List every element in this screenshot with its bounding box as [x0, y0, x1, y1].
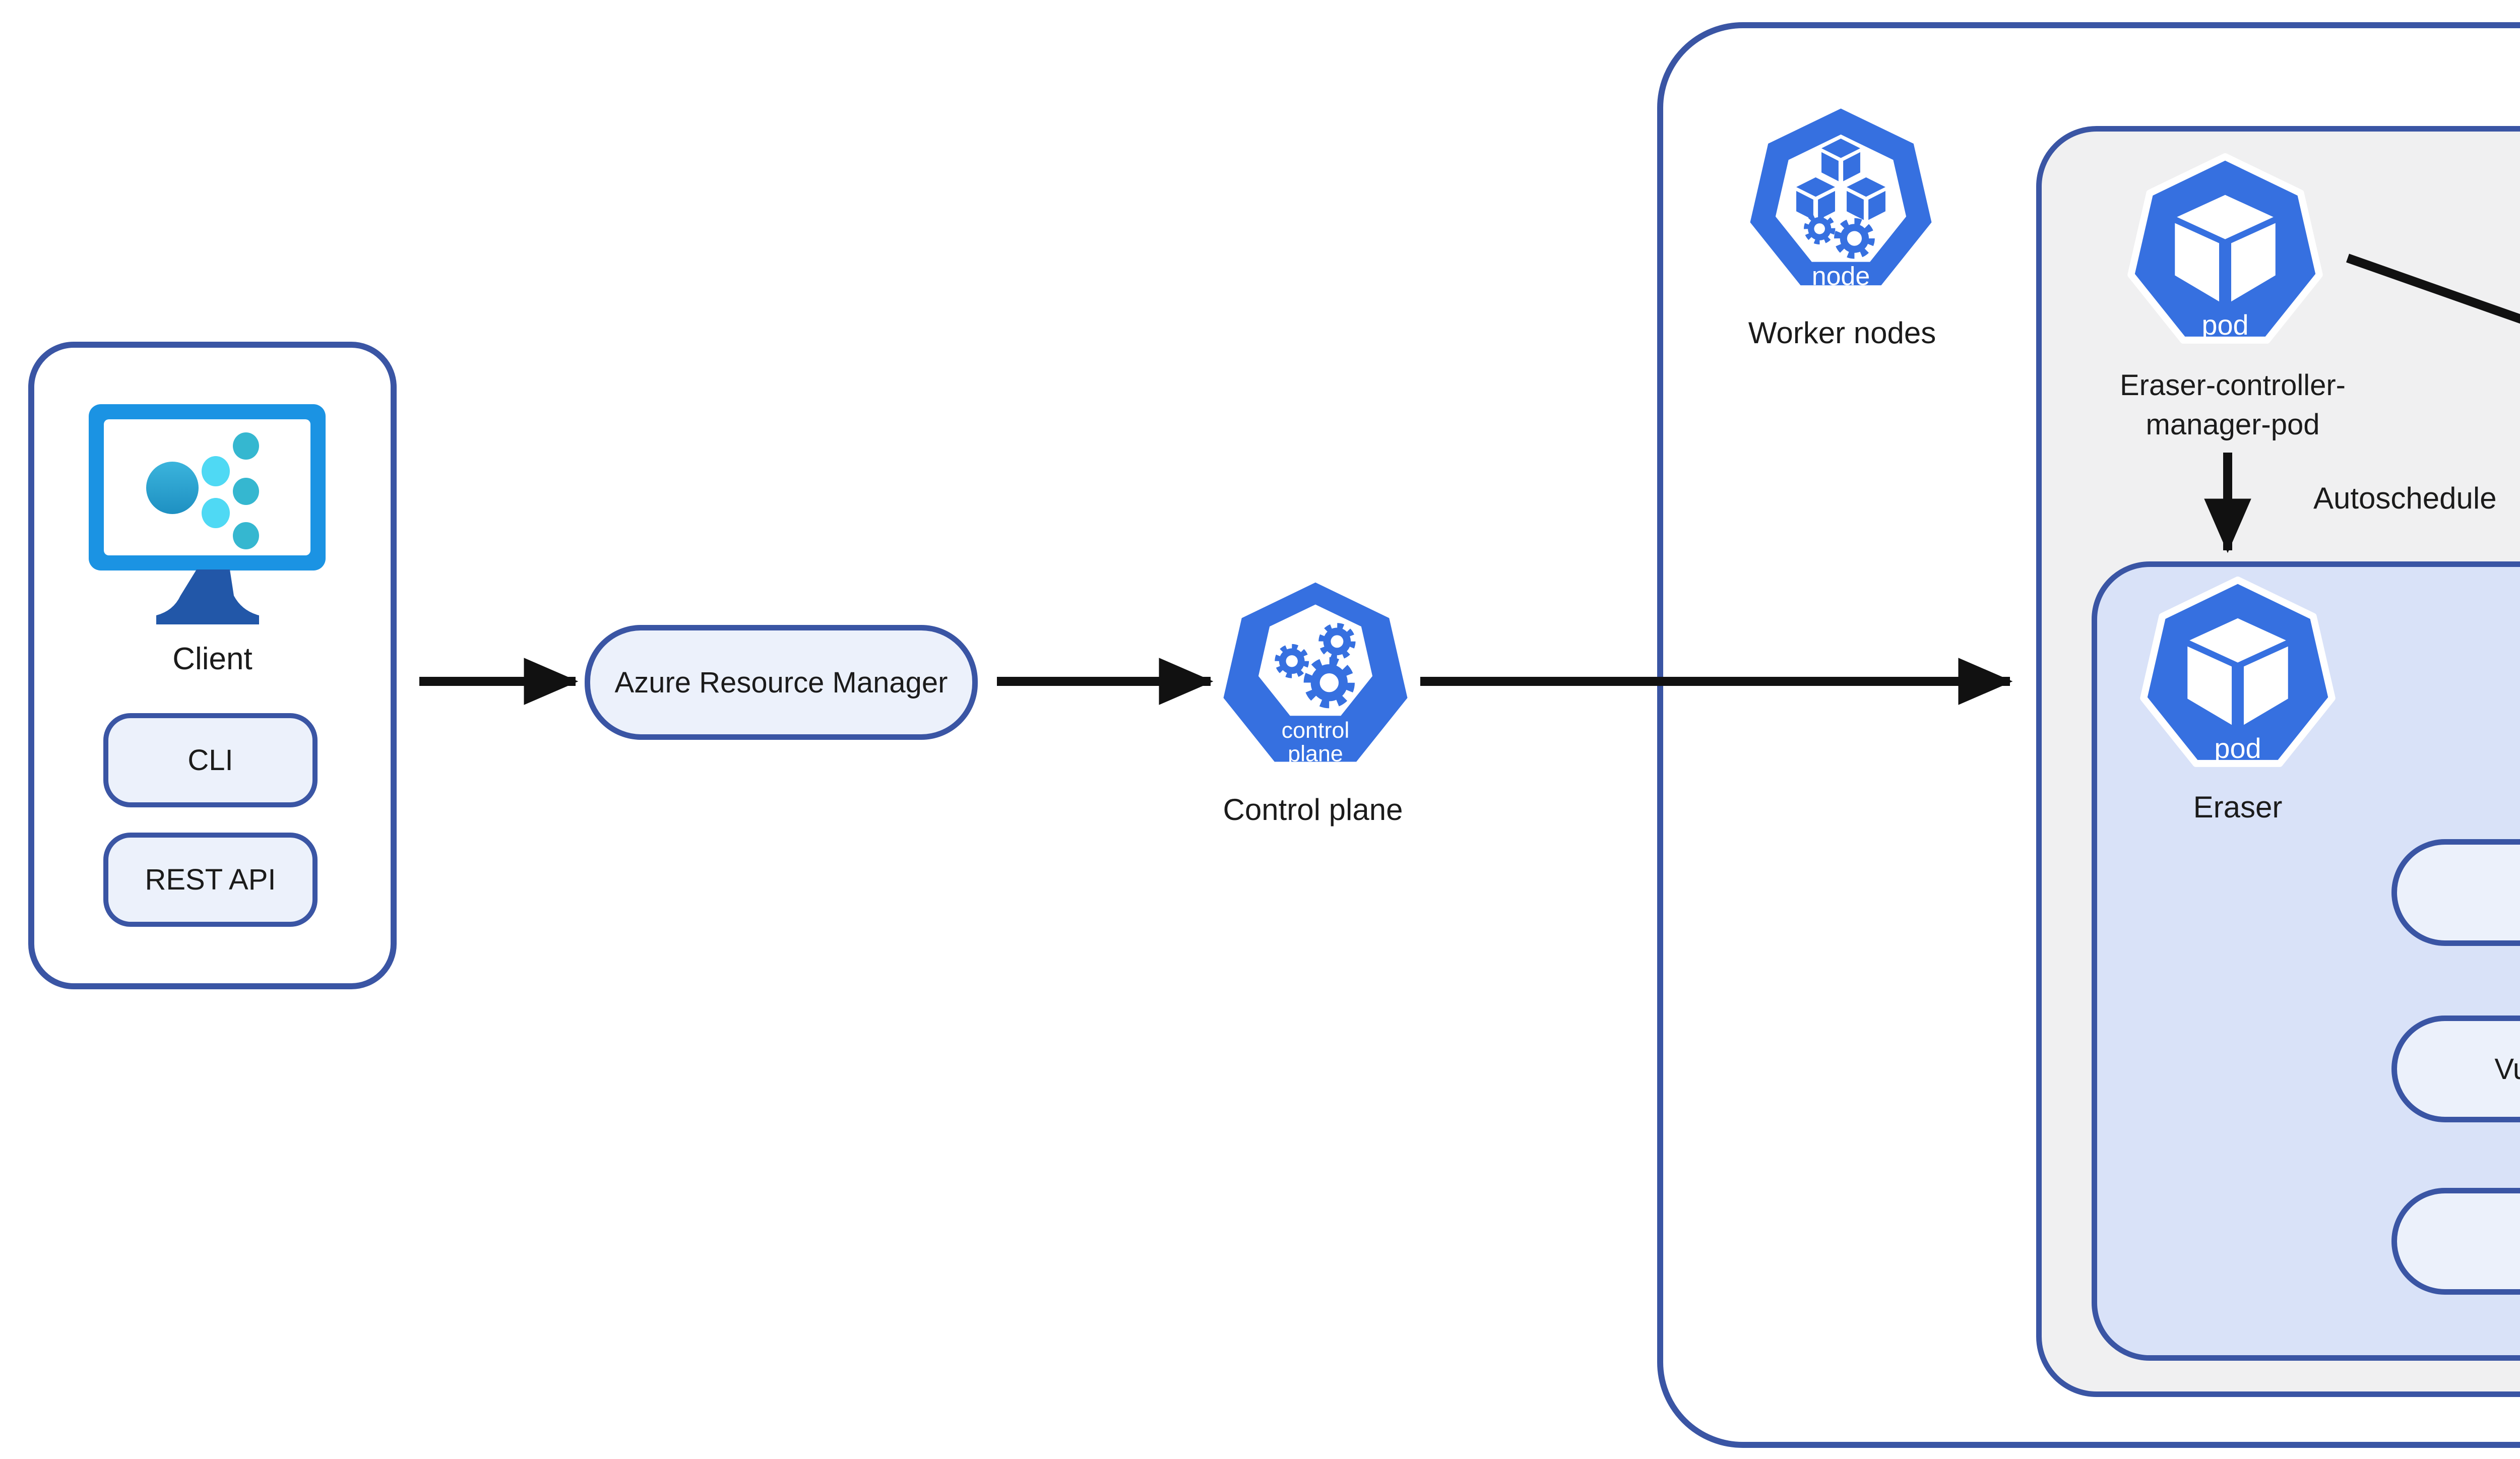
- control-plane-badge-line2: plane: [1288, 741, 1343, 767]
- eraser-controller-manager-pod-icon: pod: [2127, 153, 2323, 344]
- rest-api-button: REST API: [103, 833, 318, 927]
- vulnerability-scanner-stage: Vulnerability scanner: [2391, 1016, 2520, 1122]
- pod-badge: pod: [2214, 732, 2261, 764]
- client-label: Client: [172, 642, 253, 676]
- rest-api-button-label: REST API: [145, 863, 276, 896]
- eraser-pod-icon: pod: [2140, 576, 2336, 767]
- eraser-controller-manager-pod-label: Eraser-controller- manager-pod: [2120, 369, 2346, 441]
- node-badge: node: [1812, 262, 1870, 291]
- cli-button-label: CLI: [187, 744, 233, 777]
- worker-nodes-icon: node: [1750, 108, 1932, 291]
- remover-stage: Remover: [2391, 1188, 2520, 1295]
- control-plane-label: Control plane: [1223, 793, 1403, 827]
- node-cubes-glyph: [1796, 139, 1885, 220]
- azure-resource-manager-box: Azure Resource Manager: [585, 625, 978, 740]
- eraser-pod-label: Eraser: [2193, 790, 2283, 824]
- pod-badge: pod: [2201, 309, 2248, 341]
- azure-resource-manager-label: Azure Resource Manager: [614, 666, 948, 699]
- vulnerability-scanner-stage-label: Vulnerability scanner: [2494, 1052, 2520, 1086]
- control-plane-badge-line1: control: [1282, 717, 1350, 743]
- collector-stage: Collector: [2391, 839, 2520, 946]
- cli-button: CLI: [103, 713, 318, 807]
- worker-nodes-label: Worker nodes: [1748, 316, 1936, 350]
- autoschedule-label: Autoschedule: [2313, 481, 2497, 515]
- control-plane-icon: control plane: [1223, 582, 1408, 767]
- client-monitor-icon: [89, 404, 326, 624]
- node-gears-glyph: [1804, 213, 1875, 259]
